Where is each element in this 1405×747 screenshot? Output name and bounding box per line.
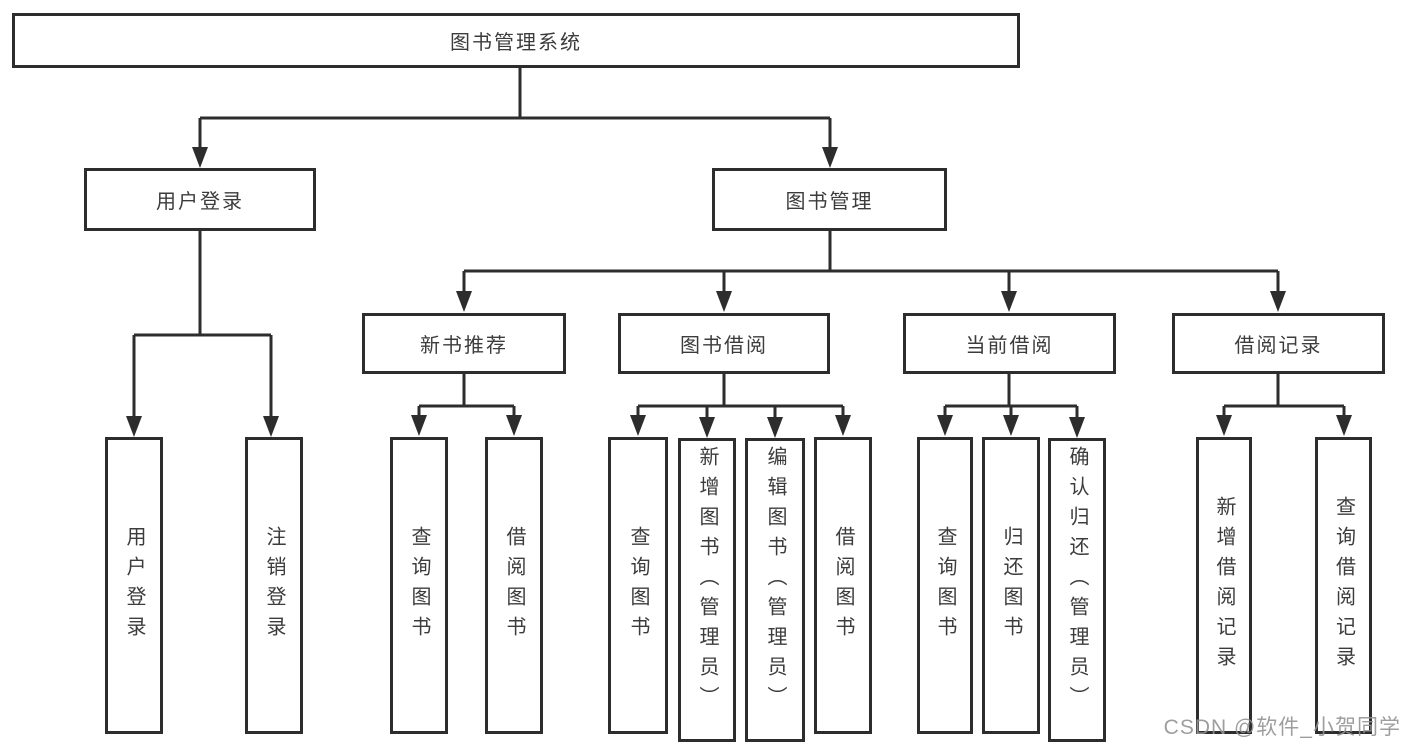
- leaf-add-book-admin: 新增图书（管理员）: [678, 438, 736, 742]
- leaf-borrow-book: 借阅图书: [814, 437, 872, 734]
- node-user-login: 用户登录: [84, 168, 316, 231]
- leaf-edit-book-admin: 编辑图书（管理员）: [745, 438, 805, 742]
- node-borrow-records: 借阅记录: [1172, 313, 1385, 374]
- leaf-current-query-books: 查询图书: [917, 437, 973, 734]
- leaf-user-login: 用户登录: [105, 437, 163, 734]
- leaf-add-borrow-record: 新增借阅记录: [1196, 437, 1252, 734]
- node-library-system: 图书管理系统: [12, 13, 1020, 68]
- leaf-return-book: 归还图书: [982, 437, 1040, 734]
- node-book-management: 图书管理: [712, 168, 947, 231]
- node-new-book-recommend: 新书推荐: [362, 313, 566, 374]
- node-current-borrowing: 当前借阅: [903, 313, 1116, 374]
- leaf-recommend-query-books: 查询图书: [390, 437, 448, 734]
- node-book-borrowing: 图书借阅: [618, 313, 830, 374]
- leaf-confirm-return-admin: 确认归还（管理员）: [1048, 438, 1106, 742]
- csdn-watermark: CSDN @软件_小贺同学: [1163, 716, 1401, 739]
- leaf-logout: 注销登录: [245, 437, 303, 734]
- leaf-query-borrow-record: 查询借阅记录: [1315, 437, 1372, 734]
- leaf-borrowing-query-books: 查询图书: [608, 437, 668, 734]
- leaf-recommend-borrow-books: 借阅图书: [485, 437, 543, 734]
